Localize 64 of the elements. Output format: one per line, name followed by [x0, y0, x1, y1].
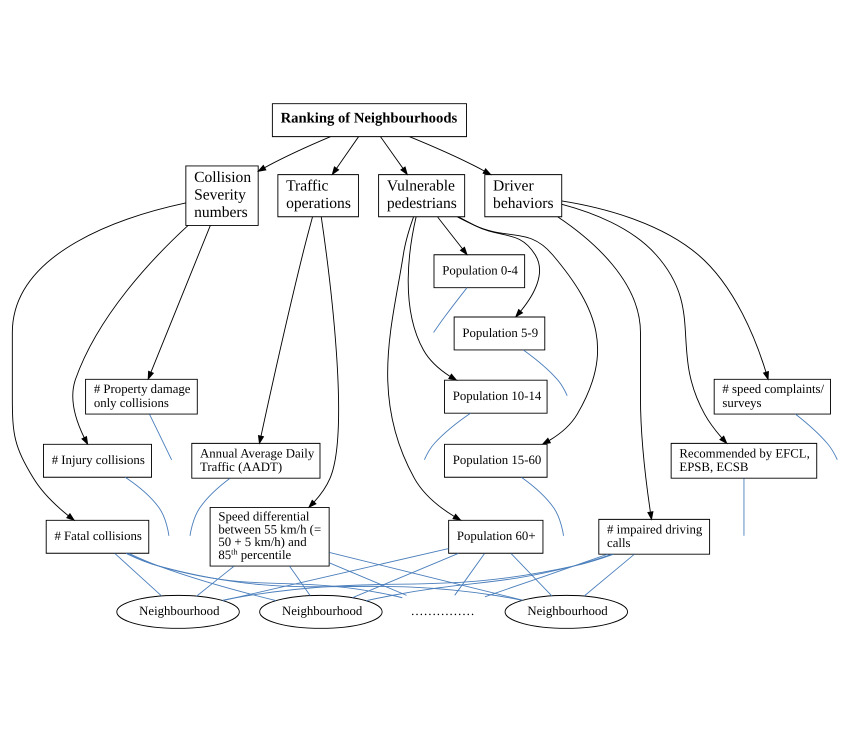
- arrow: [380, 136, 408, 176]
- node-box: # speed complaints/ surveys: [714, 378, 831, 415]
- node-box: # Injury collisions: [43, 444, 152, 478]
- node-box: Speed differential between 55 km/h (= 50 + 5 km/h) and 85$^{th}$ percentile: [210, 507, 330, 567]
- connector: [523, 350, 568, 396]
- arrow: [456, 216, 598, 445]
- node-box: Ranking of Neighbourhoods: [272, 103, 467, 138]
- connector: [366, 554, 612, 602]
- connector: [128, 552, 276, 602]
- node-ellipse: Neighbourhood: [259, 594, 383, 629]
- connector: [124, 476, 170, 536]
- connector: [743, 478, 744, 536]
- connector: [433, 287, 468, 333]
- arrow: [387, 216, 462, 521]
- connector: [126, 552, 403, 598]
- node-box: Population 5-9: [454, 316, 546, 350]
- connector: [190, 478, 230, 536]
- arrow: [12, 202, 186, 522]
- node-box: Driver behaviors: [484, 174, 562, 218]
- connector: [289, 566, 311, 596]
- arrow: [409, 136, 492, 176]
- arrow: [332, 136, 360, 176]
- connector: [454, 553, 485, 596]
- node-text: ……………: [410, 604, 475, 618]
- connector: [510, 553, 552, 596]
- connector: [484, 554, 608, 598]
- connector: [149, 414, 172, 460]
- connector: [352, 552, 459, 598]
- arrow: [258, 216, 313, 445]
- node-box: # Property damage only collisions: [85, 378, 198, 415]
- arrow: [257, 136, 331, 172]
- arrow: [148, 225, 211, 380]
- connector: [328, 562, 408, 596]
- connector: [328, 552, 524, 601]
- connector: [795, 414, 838, 460]
- node-box: Collision Severity numbers: [185, 165, 259, 226]
- node-box: # Fatal collisions: [46, 520, 150, 554]
- node-box: Traffic operations: [277, 174, 359, 218]
- connector: [222, 554, 614, 601]
- arrow: [557, 216, 654, 521]
- node-box: Population 0-4: [434, 254, 526, 288]
- node-box: Recommended by EFCL, EPSB, ECSB: [670, 442, 818, 479]
- connector: [126, 552, 522, 601]
- node-box: Vulnerable pedestrians: [378, 174, 466, 218]
- connector: [521, 476, 564, 536]
- node-box: Population 60+: [448, 520, 544, 554]
- arrow: [437, 216, 468, 256]
- connector: [222, 548, 450, 602]
- node-ellipse: Neighbourhood: [504, 594, 628, 629]
- arrow: [308, 216, 340, 508]
- arrow: [561, 204, 728, 444]
- node-ellipse: Neighbourhood: [116, 594, 240, 629]
- arrow: [561, 200, 769, 381]
- connector: [424, 412, 471, 460]
- node-box: Population 10-14: [444, 380, 548, 414]
- connector: [196, 566, 234, 597]
- arrow: [72, 224, 189, 446]
- connector: [584, 554, 635, 596]
- node-box: Annual Average Daily Traffic (AADT): [191, 442, 320, 479]
- arrow: [458, 216, 540, 318]
- node-box: # impaired driving calls: [598, 518, 710, 555]
- arrow: [408, 216, 458, 381]
- connector: [114, 553, 162, 596]
- node-box: Population 15-60: [444, 444, 548, 478]
